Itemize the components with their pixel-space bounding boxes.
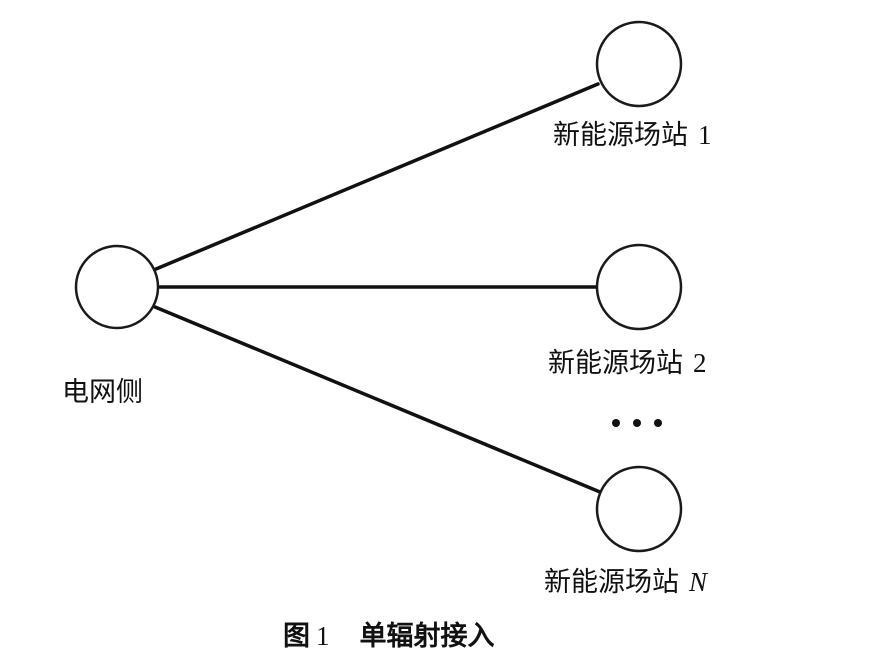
station-n-label-prefix: 新能源场站 [544, 567, 679, 598]
edge-grid-to-station-n [153, 305, 602, 494]
edge-grid-to-station-1 [154, 82, 600, 271]
station-2-label: 新能源场站 2 [548, 348, 707, 379]
station-n-label: 新能源场站 N [544, 567, 709, 598]
figure-number: 1 [316, 621, 330, 651]
grid-side-label: 电网侧 [62, 377, 143, 408]
station-1-label-prefix: 新能源场站 [553, 120, 688, 151]
station-1-node [595, 20, 683, 108]
station-n-node [595, 465, 683, 553]
ellipsis-dot-1 [612, 419, 620, 427]
station-1-label: 新能源场站 1 [553, 120, 712, 151]
grid-side-node [74, 244, 160, 330]
station-n-label-index: N [688, 567, 709, 597]
ellipsis-dots [612, 419, 662, 427]
ellipsis-dot-2 [633, 419, 641, 427]
figure-title: 单辐射接入 [360, 621, 495, 652]
station-2-label-prefix: 新能源场站 [548, 348, 683, 379]
ellipsis-dot-3 [654, 419, 662, 427]
station-2-label-index: 2 [693, 348, 707, 378]
station-2-node [595, 243, 683, 331]
figure-label: 图 [283, 621, 310, 652]
station-1-label-index: 1 [698, 120, 712, 150]
